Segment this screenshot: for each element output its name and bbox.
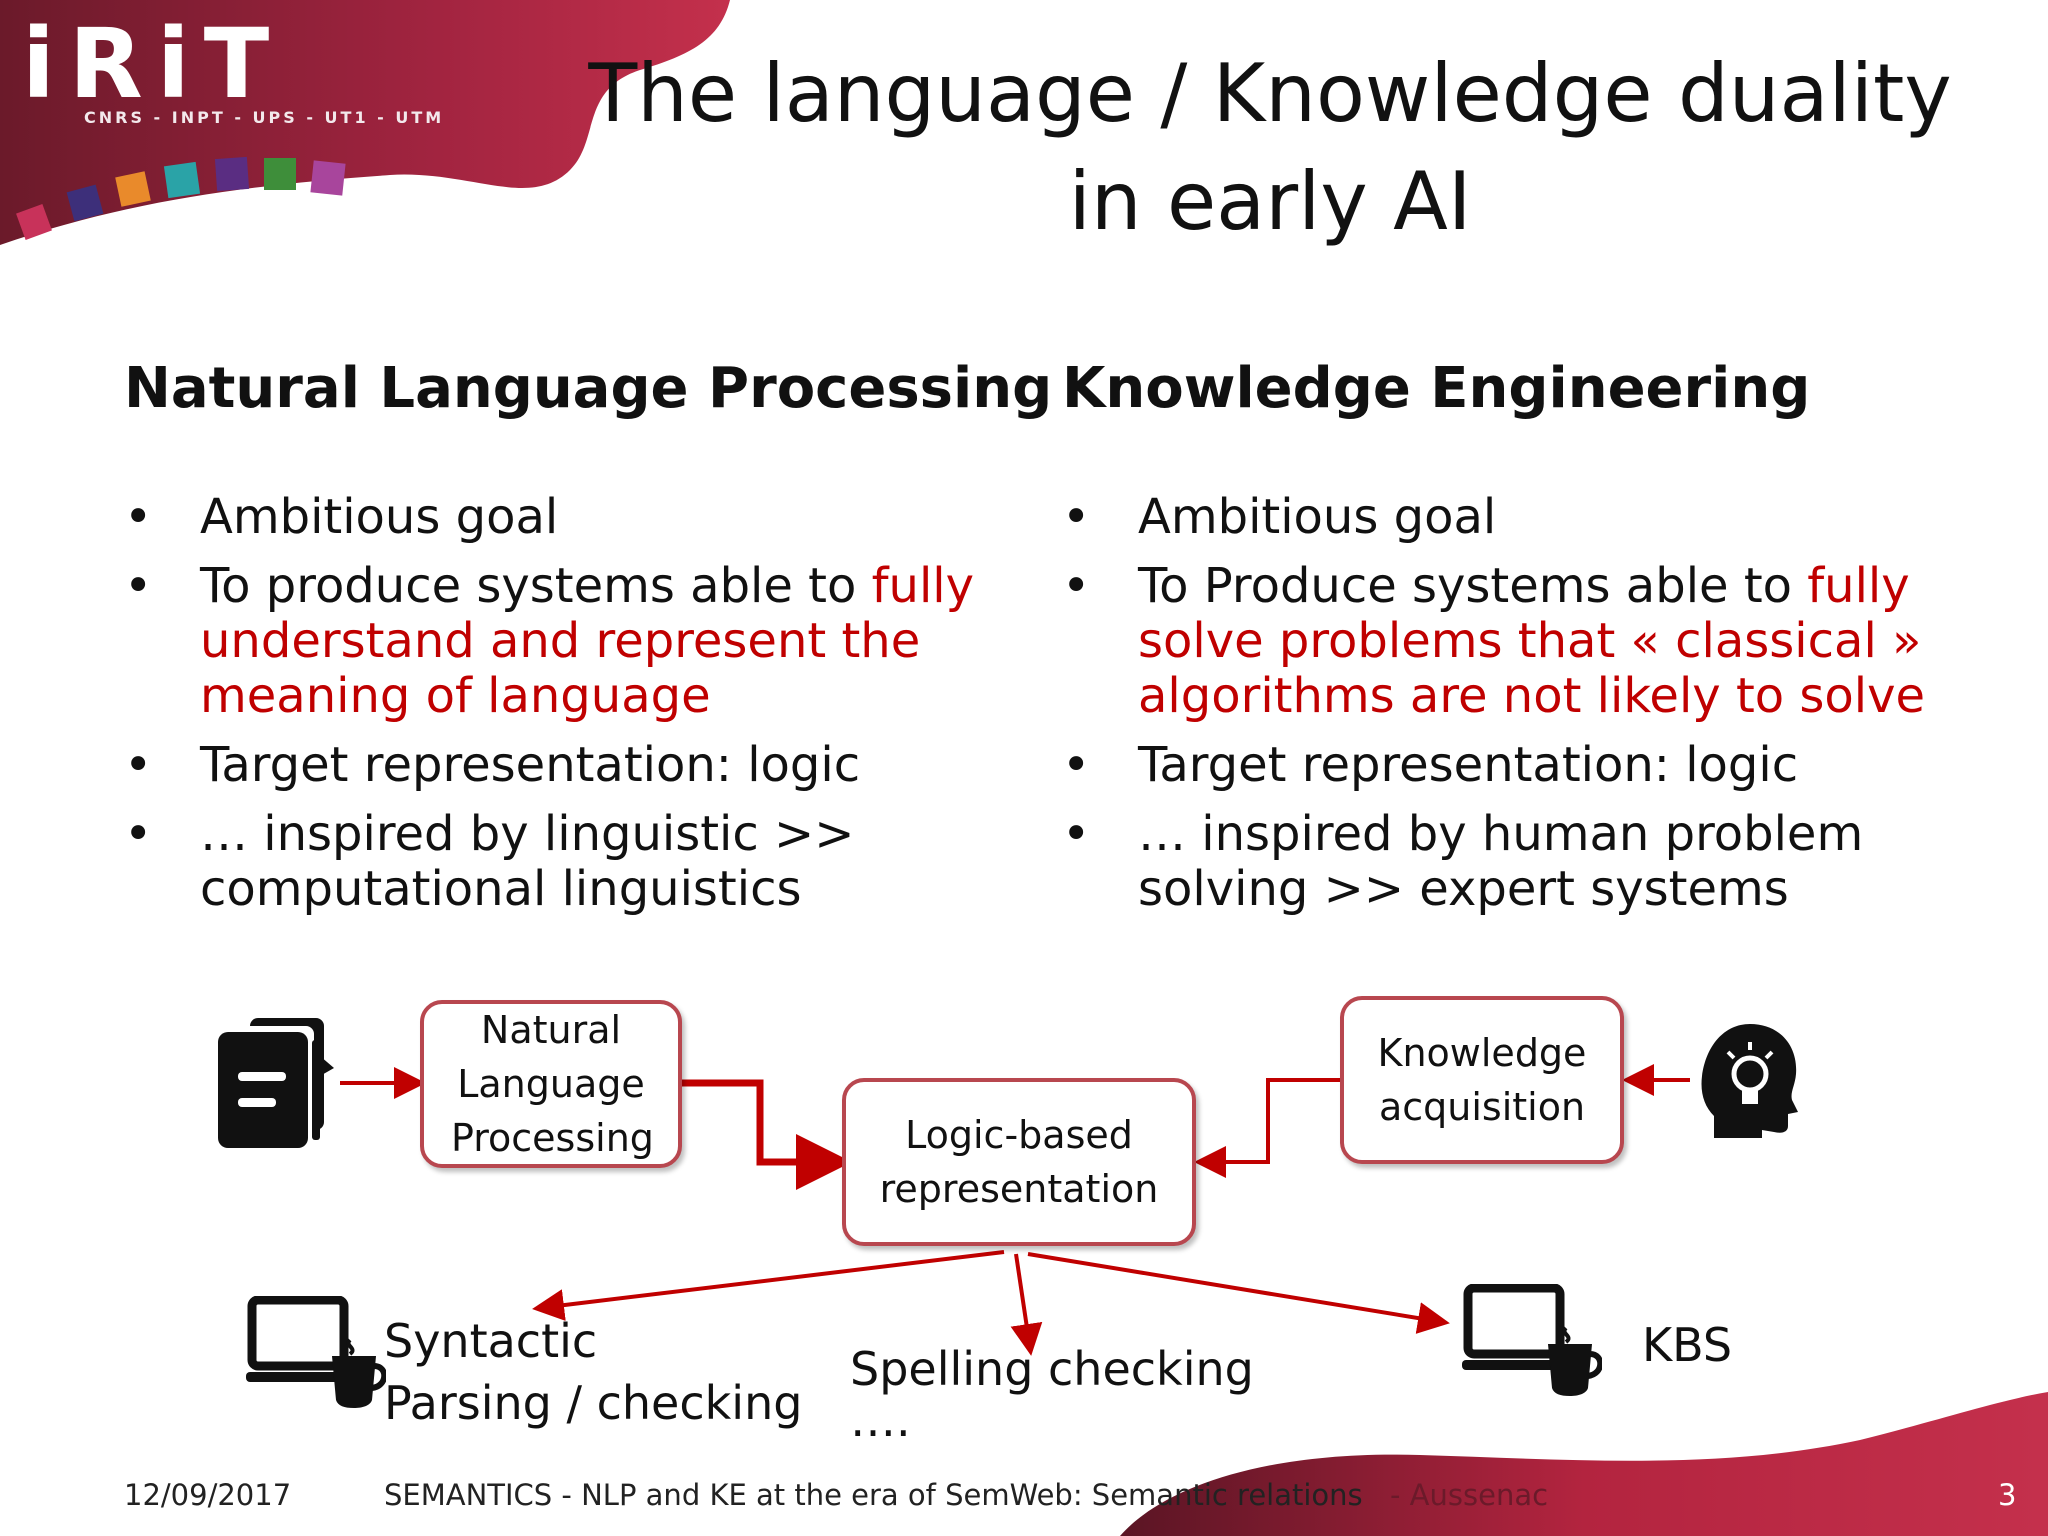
footer-caption: SEMANTICS - NLP and KE at the era of Sem… (384, 1478, 1363, 1512)
ke-heading: Knowledge Engineering (1062, 356, 1811, 421)
footer-date: 12/09/2017 (124, 1478, 292, 1512)
logo-squares (16, 156, 346, 240)
page-number: 3 (1998, 1478, 2017, 1512)
nlp-box: Natural Language Processing (420, 1000, 682, 1168)
slide-title-line1: The language / Knowledge duality (588, 47, 1952, 140)
slide-title-line2: in early AI (1068, 155, 1472, 248)
footer-author: - Aussenac (1390, 1478, 1549, 1512)
list-item: Target representation: logic (124, 738, 1004, 794)
list-item: … inspired by linguistic >> computationa… (124, 807, 1004, 917)
laptop-coffee-icon (246, 1295, 388, 1408)
knowledge-acquisition-box: Knowledge acquisition (1340, 996, 1624, 1164)
irit-logo: iRiT (22, 8, 492, 120)
footer-brand-shape (1120, 1392, 2048, 1536)
nlp-bullet-list: Ambitious goal To produce systems able t… (124, 490, 1004, 931)
head-lightbulb-icon (1700, 1020, 1800, 1138)
spelling-checking-label: Spelling checking …. (850, 1342, 1254, 1447)
arrow-logic-to-syntactic (532, 1250, 1005, 1322)
arrow-logic-to-spelling (1010, 1253, 1043, 1356)
documents-icon (216, 1016, 336, 1150)
arrow-nlp-to-logic (680, 1079, 852, 1190)
list-item: To Produce systems able to fully solve p… (1062, 559, 1962, 724)
logo-subtitle: CNRS - INPT - UPS - UT1 - UTM (84, 108, 445, 127)
list-item: Ambitious goal (124, 490, 1004, 546)
laptop-coffee-icon (1462, 1283, 1604, 1396)
arrow-ka-to-logic (1194, 1078, 1342, 1178)
list-item: Ambitious goal (1062, 490, 1962, 546)
arrow-logic-to-kbs (1027, 1252, 1450, 1334)
ke-bullet-list: Ambitious goal To Produce systems able t… (1062, 490, 1962, 931)
logo-wordmark: iRiT (22, 8, 284, 120)
syntactic-parsing-label: Syntactic Parsing / checking (384, 1314, 803, 1430)
slide-title: The language / Knowledge duality in earl… (560, 40, 1980, 256)
logic-representation-box: Logic-based representation (842, 1078, 1196, 1246)
kbs-label: KBS (1642, 1318, 1733, 1372)
list-item: … inspired by human problem solving >> e… (1062, 807, 1962, 917)
nlp-heading: Natural Language Processing (124, 356, 1053, 421)
list-item: To produce systems able to fully underst… (124, 559, 1004, 724)
list-item: Target representation: logic (1062, 738, 1962, 794)
